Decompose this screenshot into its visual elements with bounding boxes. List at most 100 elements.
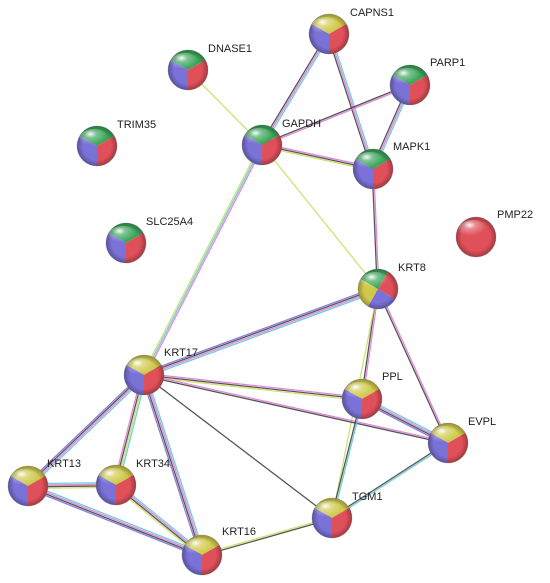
node-evpl[interactable]: EVPL xyxy=(427,416,496,464)
node-label-mapk1: MAPK1 xyxy=(393,141,430,153)
edge-strand xyxy=(141,143,262,375)
node-pmp22[interactable]: PMP22 xyxy=(455,209,533,258)
node-outline xyxy=(76,125,118,167)
node-outline xyxy=(105,222,147,264)
edge-capns1-mapk1 xyxy=(326,33,376,170)
edge-strand xyxy=(144,145,265,377)
edge-krt17-krt13 xyxy=(25,372,147,489)
node-tgm1[interactable]: TGM1 xyxy=(311,491,383,539)
node-highlight xyxy=(314,501,344,519)
edge-gapdh-krt17 xyxy=(141,143,265,377)
node-outline xyxy=(241,124,283,166)
edge-krt16-tgm1 xyxy=(201,516,333,557)
node-highlight xyxy=(360,272,390,290)
edge-strand xyxy=(201,516,332,555)
edge-strand xyxy=(144,290,380,378)
edge-ppl-tgm1 xyxy=(330,398,364,519)
edge-strand xyxy=(142,375,202,556)
node-label-parp1: PARP1 xyxy=(430,57,465,69)
node-outline xyxy=(123,354,165,396)
node-label-krt34: KRT34 xyxy=(136,458,170,470)
node-outline xyxy=(341,378,383,420)
node-label-krt17: KRT17 xyxy=(164,347,198,359)
node-mapk1[interactable]: MAPK1 xyxy=(352,141,430,190)
node-label-dnase1: DNASE1 xyxy=(208,43,252,55)
node-outline xyxy=(352,148,394,190)
node-highlight xyxy=(184,538,214,556)
edge-gapdh-krt8 xyxy=(261,144,379,290)
node-highlight xyxy=(344,382,374,400)
node-outline xyxy=(357,268,399,310)
edge-strand xyxy=(144,372,363,399)
node-dnase1[interactable]: DNASE1 xyxy=(167,43,252,91)
edge-strand xyxy=(371,169,378,290)
node-highlight xyxy=(244,128,274,146)
node-highlight xyxy=(392,68,422,86)
node-krt16[interactable]: KRT16 xyxy=(181,526,256,576)
node-outline xyxy=(455,216,497,258)
node-outline xyxy=(308,13,350,55)
node-ppl[interactable]: PPL xyxy=(341,371,403,420)
node-label-ppl: PPL xyxy=(382,371,403,383)
node-krt13[interactable]: KRT13 xyxy=(7,458,81,507)
edge-strand xyxy=(26,373,144,486)
edge-mapk1-krt8 xyxy=(371,168,380,290)
edge-strand xyxy=(202,518,333,557)
edge-strand xyxy=(373,168,380,289)
edge-strand xyxy=(27,486,202,557)
node-label-evpl: EVPL xyxy=(468,416,496,428)
node-label-gapdh: GAPDH xyxy=(282,118,321,130)
edge-strand xyxy=(145,374,205,555)
node-highlight xyxy=(108,226,138,244)
edge-krt8-krt17 xyxy=(142,286,380,378)
edge-krt17-krt16 xyxy=(141,374,205,556)
node-outline xyxy=(167,49,209,91)
node-label-krt13: KRT13 xyxy=(47,458,81,470)
edge-strand xyxy=(328,33,374,170)
edge-capns1-gapdh xyxy=(260,32,331,147)
edge-strand xyxy=(28,375,146,488)
edge-strand xyxy=(331,441,448,518)
node-krt17[interactable]: KRT17 xyxy=(123,347,198,396)
node-highlight xyxy=(430,426,460,444)
edge-strand xyxy=(143,144,263,376)
node-highlight xyxy=(355,152,385,170)
node-label-krt8: KRT8 xyxy=(398,262,426,274)
edge-parp1-gapdh xyxy=(261,83,411,147)
edge-krt13-krt16 xyxy=(26,483,204,558)
node-outline xyxy=(389,64,431,106)
node-outline xyxy=(427,422,469,464)
edge-strand xyxy=(326,34,373,170)
edge-strand xyxy=(376,289,448,444)
node-gapdh[interactable]: GAPDH xyxy=(241,118,321,166)
edge-krt17-tgm1 xyxy=(143,374,333,519)
edge-krt17-ppl xyxy=(143,372,363,402)
node-highlight xyxy=(98,468,128,486)
edge-strand xyxy=(144,374,204,555)
edge-strand xyxy=(143,374,363,400)
edge-strand xyxy=(29,376,147,489)
node-krt34[interactable]: KRT34 xyxy=(95,458,170,506)
node-krt8[interactable]: KRT8 xyxy=(357,262,426,310)
edge-strand xyxy=(144,373,449,443)
node-trim35[interactable]: TRIM35 xyxy=(76,119,156,167)
edge-strand xyxy=(332,443,449,520)
edge-strand xyxy=(261,83,410,145)
edge-strand xyxy=(144,289,379,377)
edge-strand xyxy=(332,399,364,519)
edge-strand xyxy=(378,288,450,443)
edge-strand xyxy=(143,375,362,402)
node-parp1[interactable]: PARP1 xyxy=(389,57,465,106)
edge-strand xyxy=(28,483,204,554)
node-capns1[interactable]: CAPNS1 xyxy=(308,7,394,55)
edge-evpl-tgm1 xyxy=(331,441,449,520)
edge-strand xyxy=(261,144,379,290)
edge-krt8-evpl xyxy=(376,288,450,444)
node-label-krt16: KRT16 xyxy=(222,526,256,538)
edge-strand xyxy=(261,33,330,146)
edge-strand xyxy=(330,398,362,518)
node-slc25a4[interactable]: SLC25A4 xyxy=(105,216,193,264)
node-label-pmp22: PMP22 xyxy=(497,209,533,221)
edge-strand xyxy=(26,487,202,558)
